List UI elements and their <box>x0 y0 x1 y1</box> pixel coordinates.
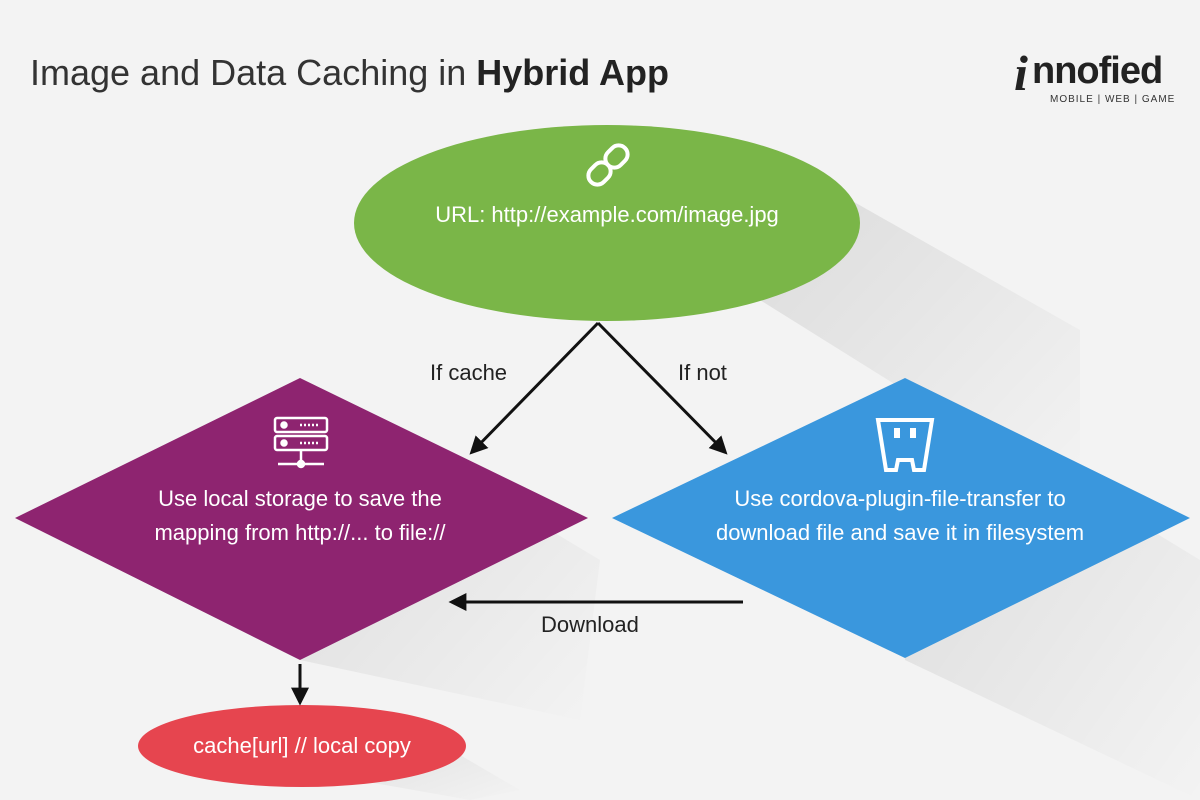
title-regular: Image and Data Caching in <box>30 52 477 93</box>
title-bold: Hybrid App <box>476 52 669 93</box>
cache-text: cache[url] // local copy <box>193 733 411 758</box>
cache-node <box>138 705 466 787</box>
page-title: Image and Data Caching in Hybrid App <box>30 52 669 94</box>
edge-label-download: Download <box>541 612 639 637</box>
file-transfer-label: Use cordova-plugin-file-transfer to down… <box>650 482 1150 550</box>
url-node-label: URL: http://example.com/image.jpg <box>357 198 857 232</box>
logo-initial: i <box>1014 45 1028 101</box>
logo-tagline: MOBILE | WEB | GAME <box>1050 94 1176 105</box>
local-storage-line1: Use local storage to save the <box>158 486 442 511</box>
file-transfer-node <box>612 378 1190 658</box>
link-icon <box>586 143 630 187</box>
innofied-logo: i nnofied MOBILE | WEB | GAME <box>1010 30 1180 110</box>
edge-label-if-not: If not <box>678 360 727 385</box>
edge-label-if-cache: If cache <box>430 360 508 385</box>
cache-node-label: cache[url] // local copy <box>140 729 464 763</box>
url-text: URL: http://example.com/image.jpg <box>435 202 779 227</box>
local-storage-line2: mapping from http://... to file:// <box>154 520 446 545</box>
url-node <box>354 125 860 321</box>
file-transfer-line1: Use cordova-plugin-file-transfer to <box>734 486 1066 511</box>
logo-wordmark: nnofied <box>1032 50 1163 92</box>
local-storage-label: Use local storage to save the mapping fr… <box>60 482 540 550</box>
arrow-if-not <box>596 321 728 455</box>
arrow-if-cache <box>469 321 600 455</box>
local-storage-node <box>15 378 588 660</box>
file-transfer-line2: download file and save it in filesystem <box>715 520 1085 545</box>
cordova-icon <box>875 418 935 472</box>
server-icon <box>273 416 329 469</box>
